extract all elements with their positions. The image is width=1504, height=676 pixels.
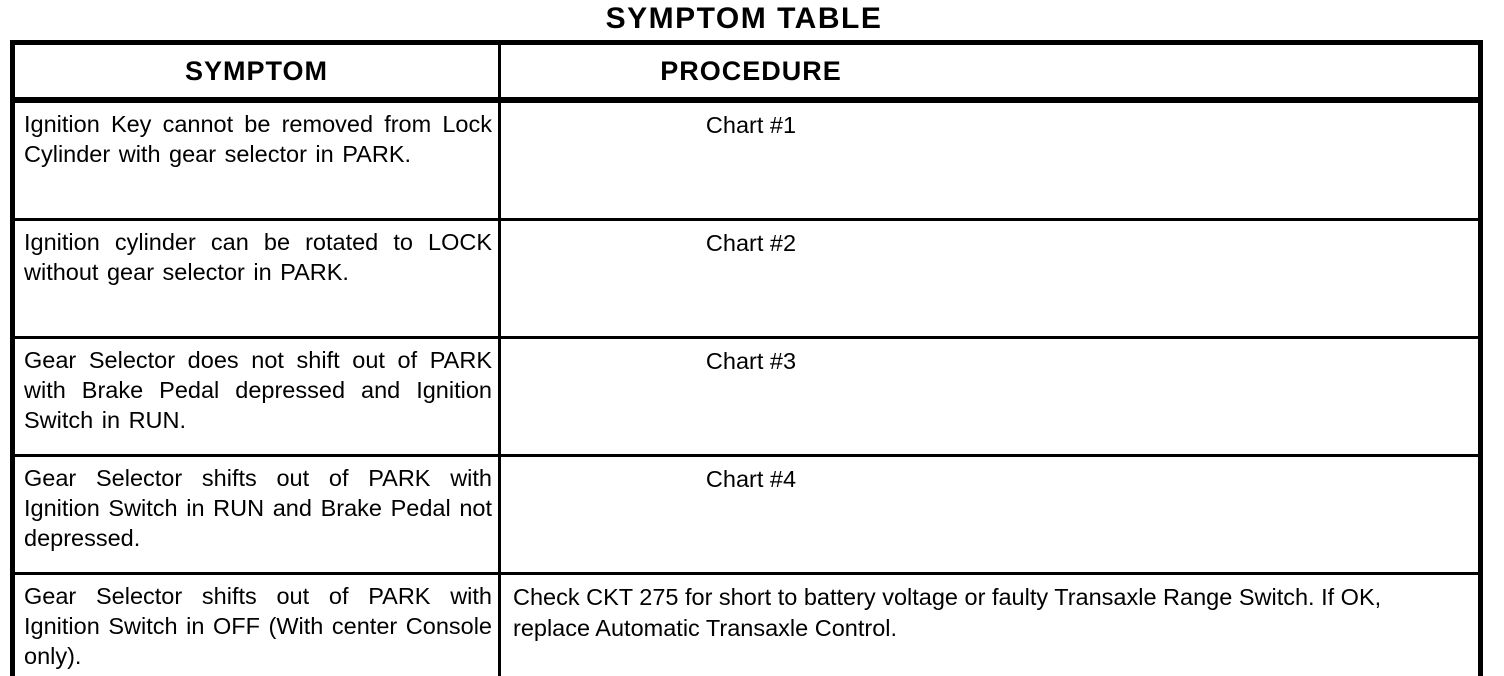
chart-reference: Chart #2	[705, 230, 797, 256]
symptom-cell: Gear Selector shifts out of PARK with Ig…	[11, 572, 501, 676]
symptom-column-header: SYMPTOM	[11, 41, 501, 103]
procedure-cell: Check CKT 275 for short to battery volta…	[498, 572, 1482, 676]
procedure-cell: Chart #3	[498, 336, 1482, 457]
table-row: Gear Selector shifts out of PARK with Ig…	[11, 572, 1482, 676]
table-header-row: SYMPTOM PROCEDURE	[11, 41, 1482, 103]
procedure-column-header-label: PROCEDURE	[660, 55, 842, 86]
chart-reference: Chart #1	[705, 112, 797, 138]
chart-reference: Chart #4	[705, 466, 797, 492]
chart-reference: Chart #3	[705, 348, 797, 374]
symptom-cell: Gear Selector does not shift out of PARK…	[11, 336, 501, 457]
symptom-table: SYMPTOM PROCEDURE Ignition Key cannot be…	[10, 40, 1483, 676]
symptom-cell: Ignition cylinder can be rotated to LOCK…	[11, 218, 501, 339]
procedure-cell: Chart #2	[498, 218, 1482, 339]
procedure-cell: Chart #1	[498, 98, 1482, 221]
table-row: Ignition Key cannot be removed from Lock…	[11, 98, 1482, 221]
table-row: Gear Selector does not shift out of PARK…	[11, 336, 1482, 457]
symptom-cell: Gear Selector shifts out of PARK with Ig…	[11, 454, 501, 575]
page-title: SYMPTOM TABLE	[605, 2, 883, 35]
procedure-column-header: PROCEDURE	[498, 41, 1482, 103]
procedure-cell: Chart #4	[498, 454, 1482, 575]
symptom-cell: Ignition Key cannot be removed from Lock…	[11, 98, 501, 221]
table-row: Ignition cylinder can be rotated to LOCK…	[11, 218, 1482, 339]
table-row: Gear Selector shifts out of PARK with Ig…	[11, 454, 1482, 575]
